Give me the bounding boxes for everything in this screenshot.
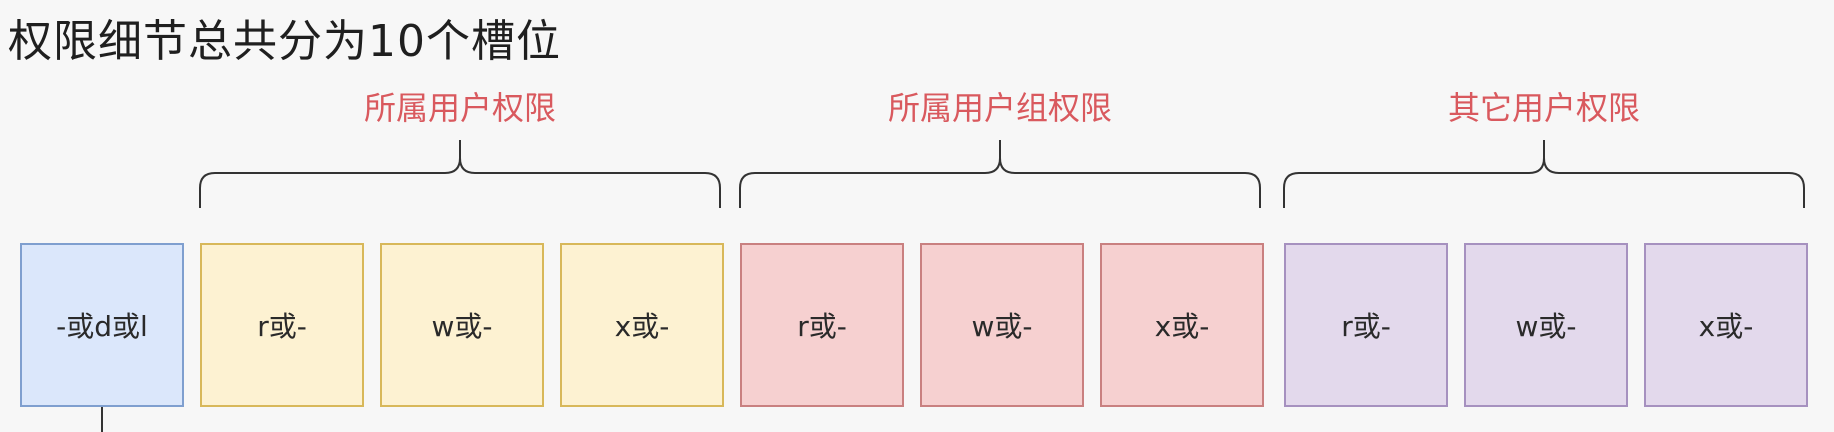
other-execute-slot: x或- <box>1644 243 1808 407</box>
other-write-slot: w或- <box>1464 243 1628 407</box>
slot-label: r或- <box>257 310 307 343</box>
group-read-slot: r或- <box>740 243 904 407</box>
slot-label: x或- <box>1154 310 1210 343</box>
group-permissions-label: 所属用户组权限 <box>887 89 1112 127</box>
owner-brace <box>199 140 721 208</box>
type-slot-label: -或d或l <box>56 310 148 343</box>
type-slot: -或d或l <box>20 243 184 407</box>
owner-permissions-label: 所属用户权限 <box>363 89 556 127</box>
slot-label: x或- <box>614 310 670 343</box>
owner-write-slot: w或- <box>380 243 544 407</box>
other-brace <box>1283 140 1805 208</box>
slot-label: w或- <box>971 310 1033 343</box>
other-read-slot: r或- <box>1284 243 1448 407</box>
page-title: 权限细节总共分为10个槽位 <box>8 16 561 67</box>
slot-label: w或- <box>1515 310 1577 343</box>
slot-label: w或- <box>431 310 493 343</box>
slot-label: x或- <box>1698 310 1754 343</box>
group-brace <box>739 140 1261 208</box>
owner-execute-slot: x或- <box>560 243 724 407</box>
slot-label: r或- <box>1341 310 1391 343</box>
other-permissions-label: 其它用户权限 <box>1447 89 1640 127</box>
slot-label: r或- <box>797 310 847 343</box>
owner-read-slot: r或- <box>200 243 364 407</box>
group-execute-slot: x或- <box>1100 243 1264 407</box>
group-write-slot: w或- <box>920 243 1084 407</box>
